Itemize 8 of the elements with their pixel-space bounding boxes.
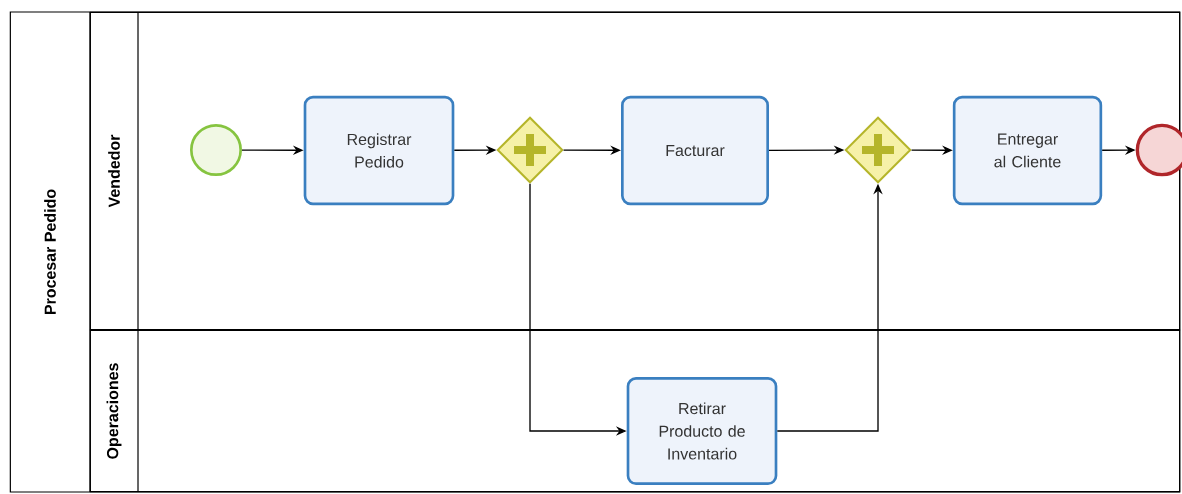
task-box: Registrar Pedido <box>303 95 455 206</box>
task-box: Facturar <box>621 95 769 206</box>
task-box: Entregar al Cliente <box>952 95 1103 206</box>
task-box: Retirar Producto de Inventario <box>626 377 778 485</box>
parallel-gateway <box>496 116 564 184</box>
end-event <box>1135 123 1182 177</box>
parallel-gateway <box>844 116 912 184</box>
start-event <box>190 124 242 176</box>
